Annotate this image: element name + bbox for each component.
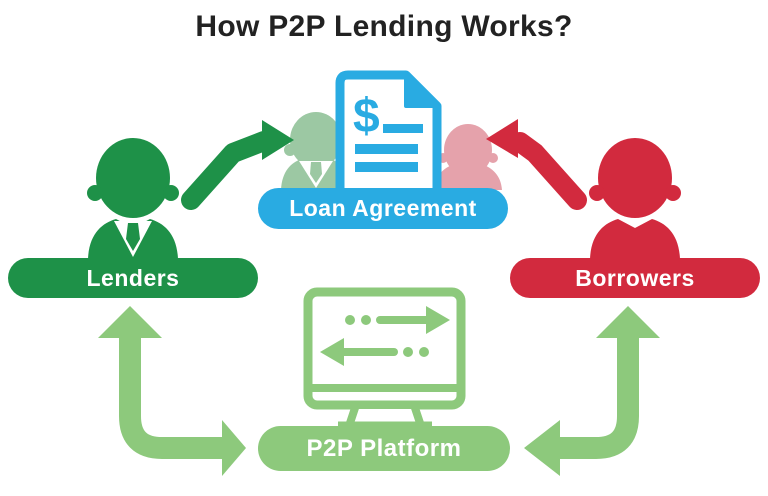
faded-lender-person-icon — [281, 112, 351, 190]
lenders-platform-elbow-arrow-icon — [98, 306, 246, 476]
loan-document-icon: $ — [335, 70, 442, 203]
p2p-monitor-icon — [303, 287, 466, 431]
document-line-2 — [355, 162, 418, 172]
page-title: How P2P Lending Works? — [195, 10, 573, 43]
lenders-to-agreement-arrow-icon — [181, 120, 294, 210]
borrower-person-icon — [589, 138, 681, 259]
lenders-label-pill: Lenders — [8, 258, 258, 298]
loan-agreement-label: Loan Agreement — [289, 195, 477, 221]
lenders-label: Lenders — [86, 264, 180, 291]
p2p-platform-label-pill: P2P Platform — [258, 426, 510, 471]
document-line-1 — [355, 144, 418, 154]
borrowers-label: Borrowers — [575, 264, 695, 291]
borrowers-platform-elbow-arrow-icon — [524, 306, 660, 476]
faded-borrower-person-icon — [434, 124, 502, 190]
loan-agreement-label-pill: Loan Agreement — [258, 188, 508, 229]
p2p-platform-label: P2P Platform — [306, 434, 462, 462]
borrowers-label-pill: Borrowers — [510, 258, 760, 298]
borrowers-to-agreement-arrow-icon — [486, 119, 587, 210]
document-line-short — [383, 124, 423, 133]
lender-person-icon — [87, 138, 179, 259]
dollar-sign-glyph: $ — [353, 90, 380, 143]
